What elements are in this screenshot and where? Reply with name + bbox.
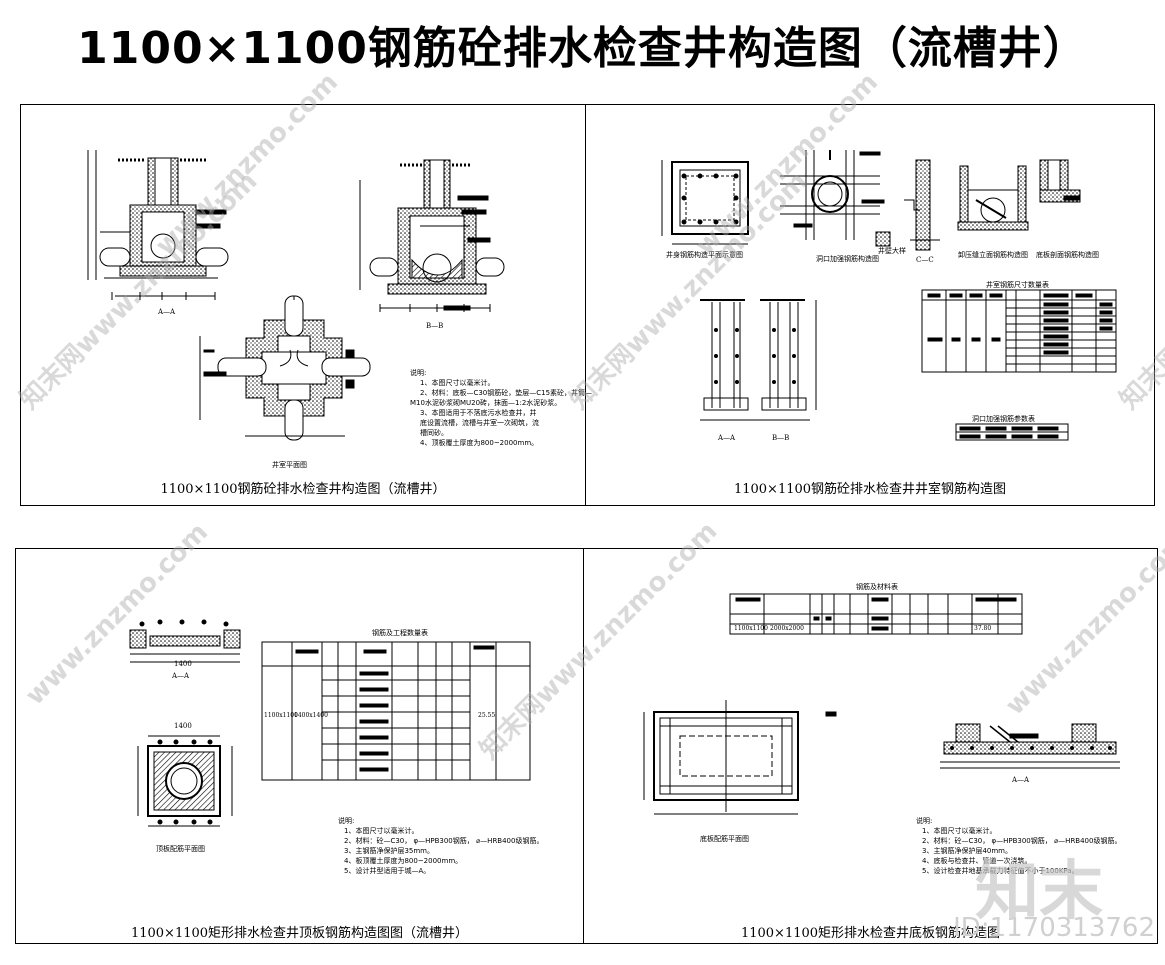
p1-caption: 1100×1100钢筋砼排水检查井构造图（流槽井） bbox=[160, 482, 446, 497]
p3-note: 3、主钢筋净保护层35mm。 bbox=[344, 847, 434, 855]
p1-section-bb bbox=[359, 159, 505, 312]
p3-caption: 1100×1100矩形排水检查井顶板钢筋构造图图（流槽井） bbox=[130, 926, 469, 941]
p3-dim-top: 1400 bbox=[174, 722, 192, 730]
p4-label-aa: A—A bbox=[1012, 776, 1030, 784]
p2-label-flow2: 底板剖面钢筋构造图 bbox=[1036, 251, 1099, 259]
p3-note: 4、板顶覆土厚度为800~2000mm。 bbox=[344, 857, 463, 865]
p3-dim-bottom: 1400 bbox=[174, 660, 192, 668]
p4-section-aa bbox=[940, 723, 1120, 769]
p1-note: 1、本图尺寸以毫米计。 bbox=[420, 379, 495, 387]
p4-note: 5、设计检查井地基承载力特征值不小于100KPa。 bbox=[922, 867, 1079, 875]
p3-top-plan bbox=[137, 735, 233, 827]
p4-note: 4、底板与检查井、管道一次浇筑。 bbox=[922, 857, 1032, 865]
p2-label-table2: 洞口加强钢筋参数表 bbox=[972, 415, 1035, 423]
p3-label-table: 钢筋及工程数量表 bbox=[372, 629, 428, 637]
p2-ring-rebar bbox=[780, 150, 885, 240]
p4-bottom-plan bbox=[643, 700, 837, 815]
panel-top-right bbox=[585, 104, 1155, 506]
p4-note: 2、材料：砼—C30， φ—HPB300钢筋， ⌀—HRB400级钢筋。 bbox=[922, 837, 1122, 845]
p2-label-ring: 洞口加强钢筋构造图 bbox=[816, 255, 879, 263]
p1-section-aa bbox=[87, 150, 229, 300]
p1-note: 底设置流槽，流槽与井室一次砌筑，流 bbox=[420, 419, 539, 427]
p4-table-total: 37.80 bbox=[974, 625, 992, 632]
p4-notes: 说明: 1、本图尺寸以毫米计。 2、材料：砼—C30， φ—HPB300钢筋， … bbox=[916, 816, 1121, 876]
panel-bottom-right bbox=[583, 548, 1158, 944]
p3-table-total: 25.55 bbox=[478, 712, 496, 719]
p1-label-aa: A—A bbox=[158, 308, 176, 316]
p1-note: 4、顶板覆土厚度为800~2000mm。 bbox=[420, 439, 539, 447]
p3-label-plan: 顶板配筋平面图 bbox=[156, 845, 205, 853]
p1-label-plan: 井室平面图 bbox=[272, 461, 307, 469]
brand-logo: 知末 bbox=[975, 855, 1103, 929]
p3-section-aa bbox=[129, 619, 241, 663]
p4-note: 1、本图尺寸以毫米计。 bbox=[922, 827, 997, 835]
p3-table-spec: 1100x1100 bbox=[264, 712, 298, 719]
p4-table-spec2: 2000x2000 bbox=[770, 625, 804, 632]
p1-label-bb: B—B bbox=[426, 322, 444, 330]
p2-label-bb: B—B bbox=[772, 434, 790, 442]
p3-label-aa: A—A bbox=[172, 672, 190, 680]
p4-caption: 1100×1100矩形排水检查井底板钢筋构造图 bbox=[740, 926, 1001, 941]
p3-note: 1、本图尺寸以毫米计。 bbox=[344, 827, 419, 835]
p4-table-spec: 1100x1100 bbox=[734, 625, 768, 632]
p2-rebar-table bbox=[921, 289, 1117, 441]
p1-note: 槽同砂。 bbox=[420, 429, 448, 437]
p3-table-spec2: 1400x1400 bbox=[294, 712, 328, 719]
p3-note: 2、材料：砼—C30， φ—HPB300钢筋， ⌀—HRB400级钢筋。 bbox=[344, 837, 544, 845]
p2-label-flow: 卸压缝立面钢筋构造图 bbox=[958, 251, 1028, 259]
p2-label-cc: C—C bbox=[916, 256, 934, 264]
p1-note: M10水泥砂浆砌MU20砖，抹面—1:2水泥砂浆。 bbox=[410, 399, 562, 407]
p2-elevations bbox=[700, 299, 817, 421]
p4-material-table bbox=[729, 593, 1023, 635]
p1-note: 3、本图适用于不落底污水检查井，井 bbox=[420, 409, 537, 417]
p2-plan-rebar bbox=[661, 160, 749, 245]
p3-quantity-table bbox=[261, 641, 531, 781]
page-title: 1100×1100钢筋砼排水检查井构造图（流槽井） bbox=[77, 23, 1088, 74]
p3-notes-title: 说明: bbox=[338, 817, 355, 825]
p2-label-aa: A—A bbox=[718, 434, 736, 442]
p2-caption: 1100×1100钢筋砼排水检查井井室钢筋构造图 bbox=[733, 482, 1007, 497]
p4-label-plan: 底板配筋平面图 bbox=[700, 835, 749, 843]
p2-cc bbox=[875, 159, 940, 251]
p1-notes: 说明: 1、本图尺寸以毫米计。 2、材料：底板—C30钢筋砼，垫层—C15素砼，… bbox=[410, 368, 592, 448]
p2-label-table1: 井室钢筋尺寸数量表 bbox=[986, 281, 1049, 289]
p4-label-table: 钢筋及材料表 bbox=[856, 583, 898, 591]
p2-label-plan: 井身钢筋构造平面示意图 bbox=[666, 251, 743, 259]
p1-plan bbox=[199, 295, 371, 441]
p1-note: 2、材料：底板—C30钢筋砼，垫层—C15素砼，井筒— bbox=[420, 389, 593, 397]
brand-id: ID:1170313762 bbox=[953, 913, 1155, 943]
p4-note: 3、主钢筋净保护层40mm。 bbox=[922, 847, 1012, 855]
p2-flow-rebar bbox=[957, 159, 1081, 231]
p2-label-well: 井壁大样 bbox=[878, 247, 906, 255]
p3-note: 5、设计井型适用于城—A。 bbox=[344, 867, 431, 875]
p4-notes-title: 说明: bbox=[916, 817, 933, 825]
p3-notes: 说明: 1、本图尺寸以毫米计。 2、材料：砼—C30， φ—HPB300钢筋， … bbox=[338, 816, 543, 876]
p1-notes-title: 说明: bbox=[410, 369, 427, 377]
